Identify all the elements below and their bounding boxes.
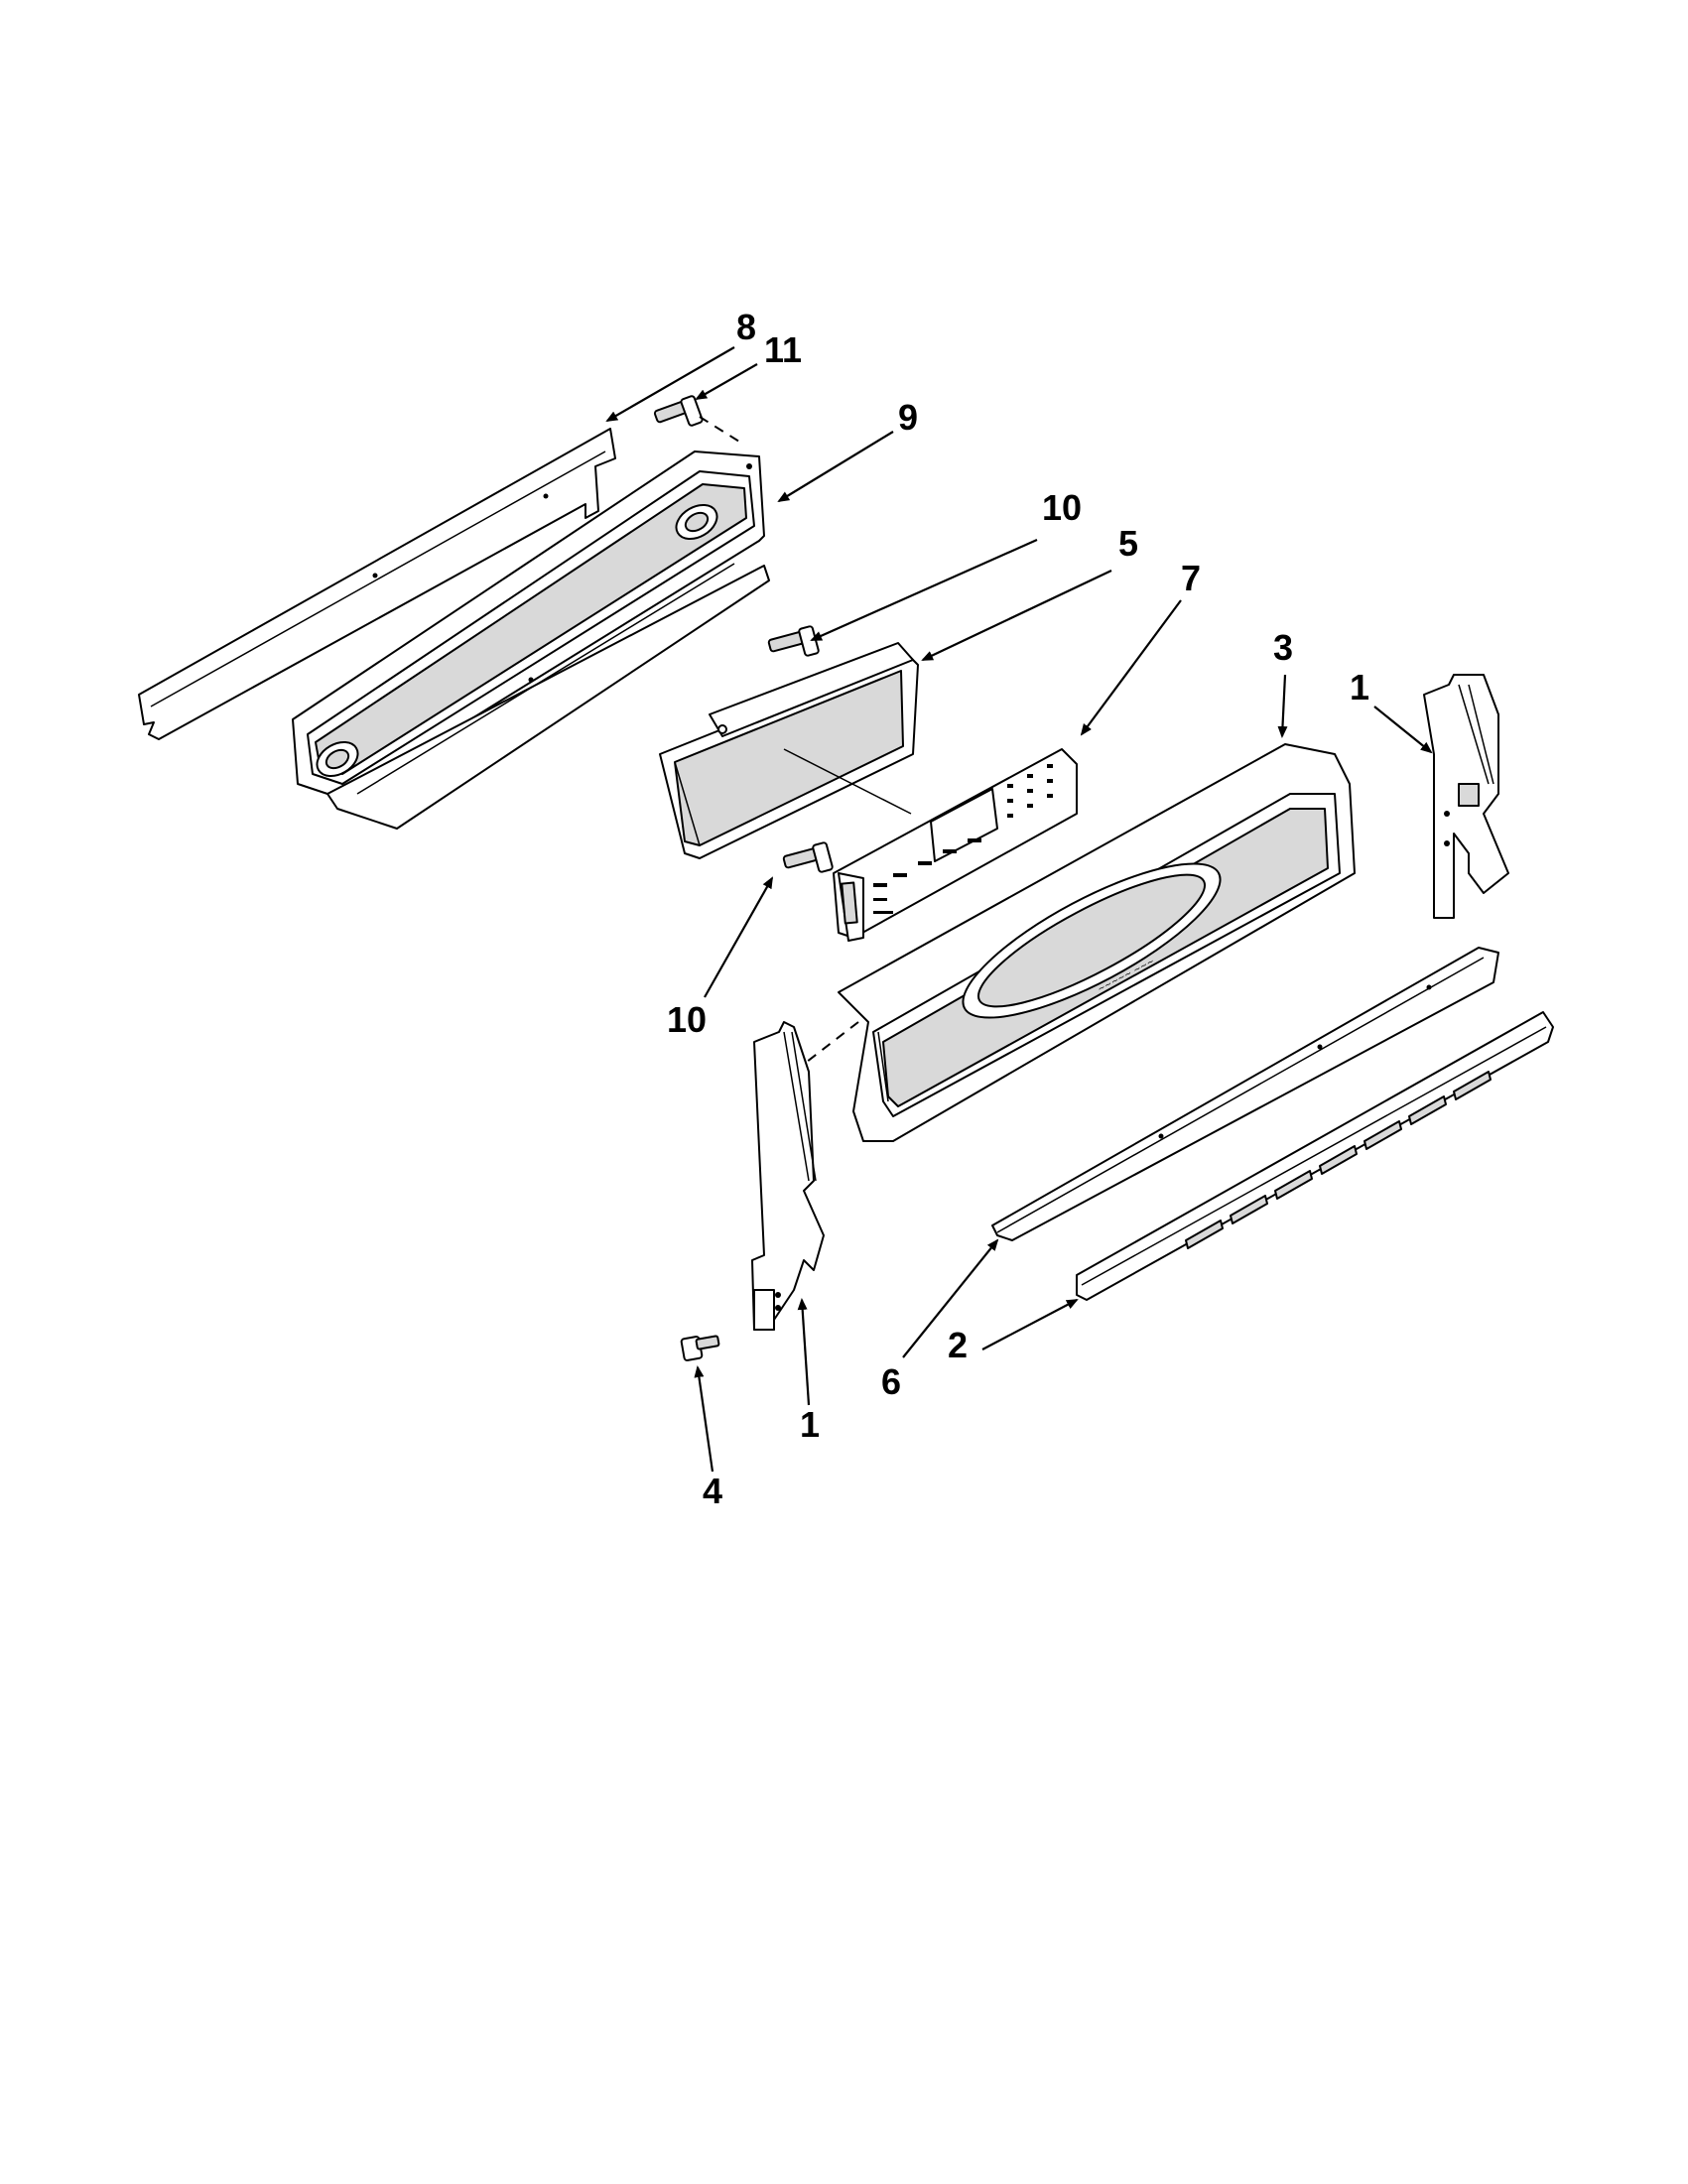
callout-2: 2 — [948, 1325, 968, 1365]
part-7-control-board — [783, 748, 1078, 942]
part-2-vent-strip — [1076, 1011, 1554, 1301]
callout-labels: 8 11 9 10 5 7 3 1 10 6 2 1 4 — [667, 307, 1369, 1511]
callout-10-lower: 10 — [667, 999, 707, 1040]
callout-10-upper: 10 — [1042, 487, 1082, 528]
part-3-control-panel: ~~~~~ ~~~ — [793, 743, 1356, 1142]
callout-5: 5 — [1118, 523, 1138, 564]
callout-3: 3 — [1273, 627, 1293, 668]
part-6-trim-strip — [991, 947, 1499, 1241]
callout-9: 9 — [898, 397, 918, 438]
part-5-control-housing — [659, 642, 919, 859]
part-11-screw — [653, 395, 740, 443]
callout-6: 6 — [881, 1361, 901, 1402]
part-4-screw — [680, 1335, 720, 1361]
part-10-screw-lower — [782, 841, 834, 873]
part-1-end-cap-left — [751, 1021, 825, 1331]
callout-4: 4 — [703, 1471, 722, 1511]
part-9-back-frame — [292, 450, 770, 830]
callout-1-left: 1 — [800, 1404, 820, 1445]
callout-7: 7 — [1181, 558, 1201, 598]
leader-lines — [605, 346, 1433, 1473]
part-8-rear-shield — [138, 428, 616, 740]
part-10-screw-upper — [767, 625, 820, 657]
callout-11: 11 — [764, 329, 802, 370]
callout-1-right: 1 — [1350, 667, 1369, 707]
callout-8: 8 — [736, 307, 756, 347]
part-1-end-cap-right — [1423, 674, 1509, 919]
